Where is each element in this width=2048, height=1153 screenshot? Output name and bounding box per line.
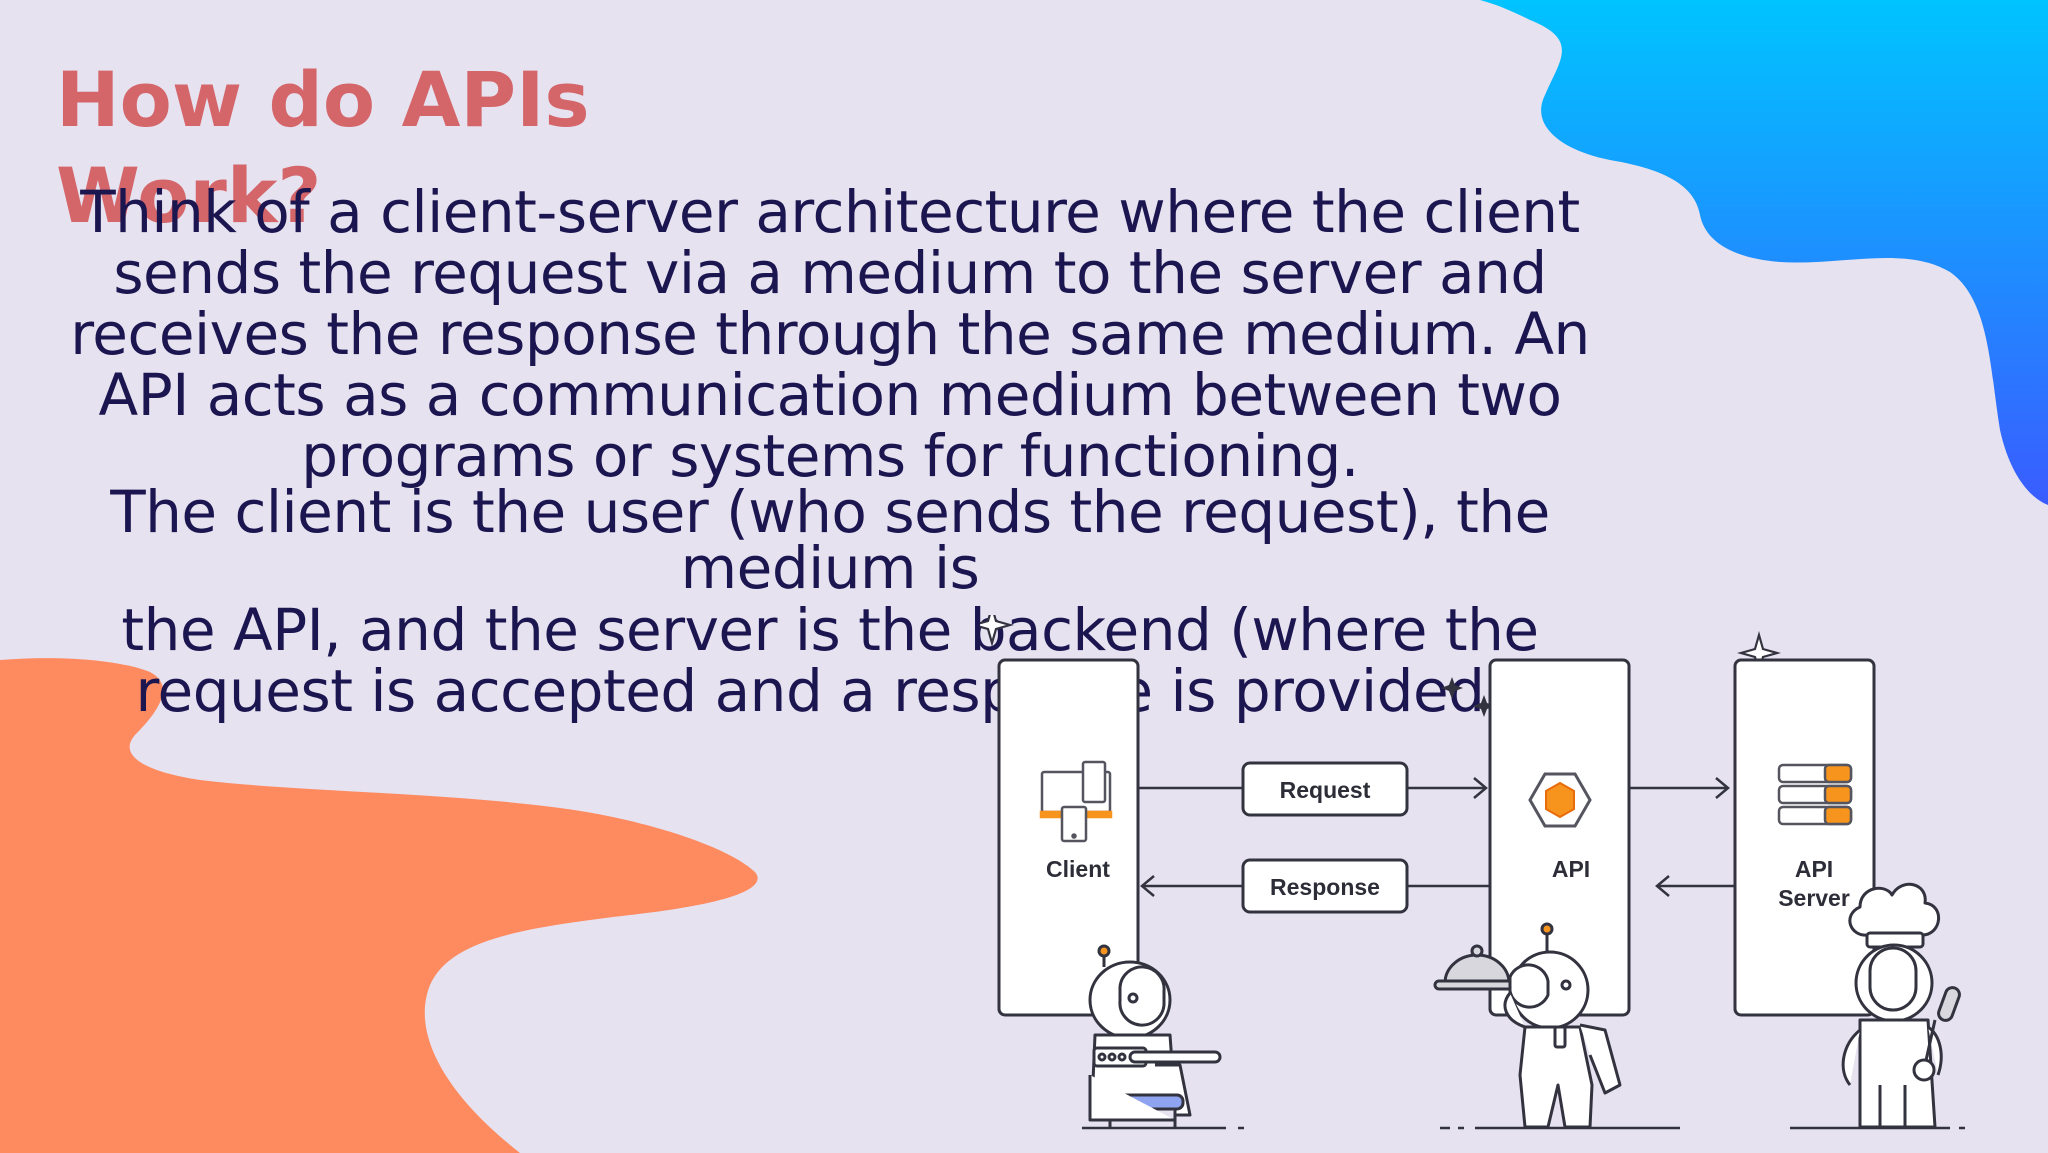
api-diagram: Client API API Server Request Response: [980, 615, 1965, 1130]
devices-icon: [1039, 760, 1113, 843]
api-server-label-line2: Server: [1778, 885, 1850, 911]
sparkle-icon: [1473, 695, 1495, 717]
orange-blob-shape: [0, 658, 758, 1153]
response-box: [1241, 858, 1409, 914]
api-label: API: [1552, 856, 1590, 882]
api-hexagon-icon: [1528, 772, 1592, 828]
client-label: Client: [1046, 856, 1110, 882]
api-server-column: [1733, 658, 1876, 1017]
request-box: [1241, 761, 1409, 817]
waiter-astronaut-icon: [1433, 922, 1622, 1129]
paragraph-client-server: Think of a client-server architecture wh…: [70, 178, 1590, 490]
sparkle-icon: [980, 615, 1015, 648]
api-server-label-line1: API: [1795, 856, 1833, 882]
client-astronaut-icon: [1088, 944, 1222, 1127]
server-icon: [1777, 763, 1853, 826]
response-arrow: [1140, 875, 1735, 897]
slide-title: How do APIs Work?: [56, 55, 590, 240]
request-arrow: [1138, 777, 1730, 799]
chef-astronaut-icon: [1841, 882, 1961, 1129]
request-label: Request: [1280, 777, 1371, 803]
paragraph-client-definition: The client is the user (who sends the re…: [110, 478, 1550, 602]
blue-blob-shape: [1480, 0, 2048, 505]
response-label: Response: [1270, 874, 1380, 900]
small-sparkle-icons: [1441, 677, 1495, 717]
paragraph-api-definition: the API, and the server is the backend (…: [121, 596, 1539, 725]
sparkle-icon: [1441, 677, 1463, 699]
